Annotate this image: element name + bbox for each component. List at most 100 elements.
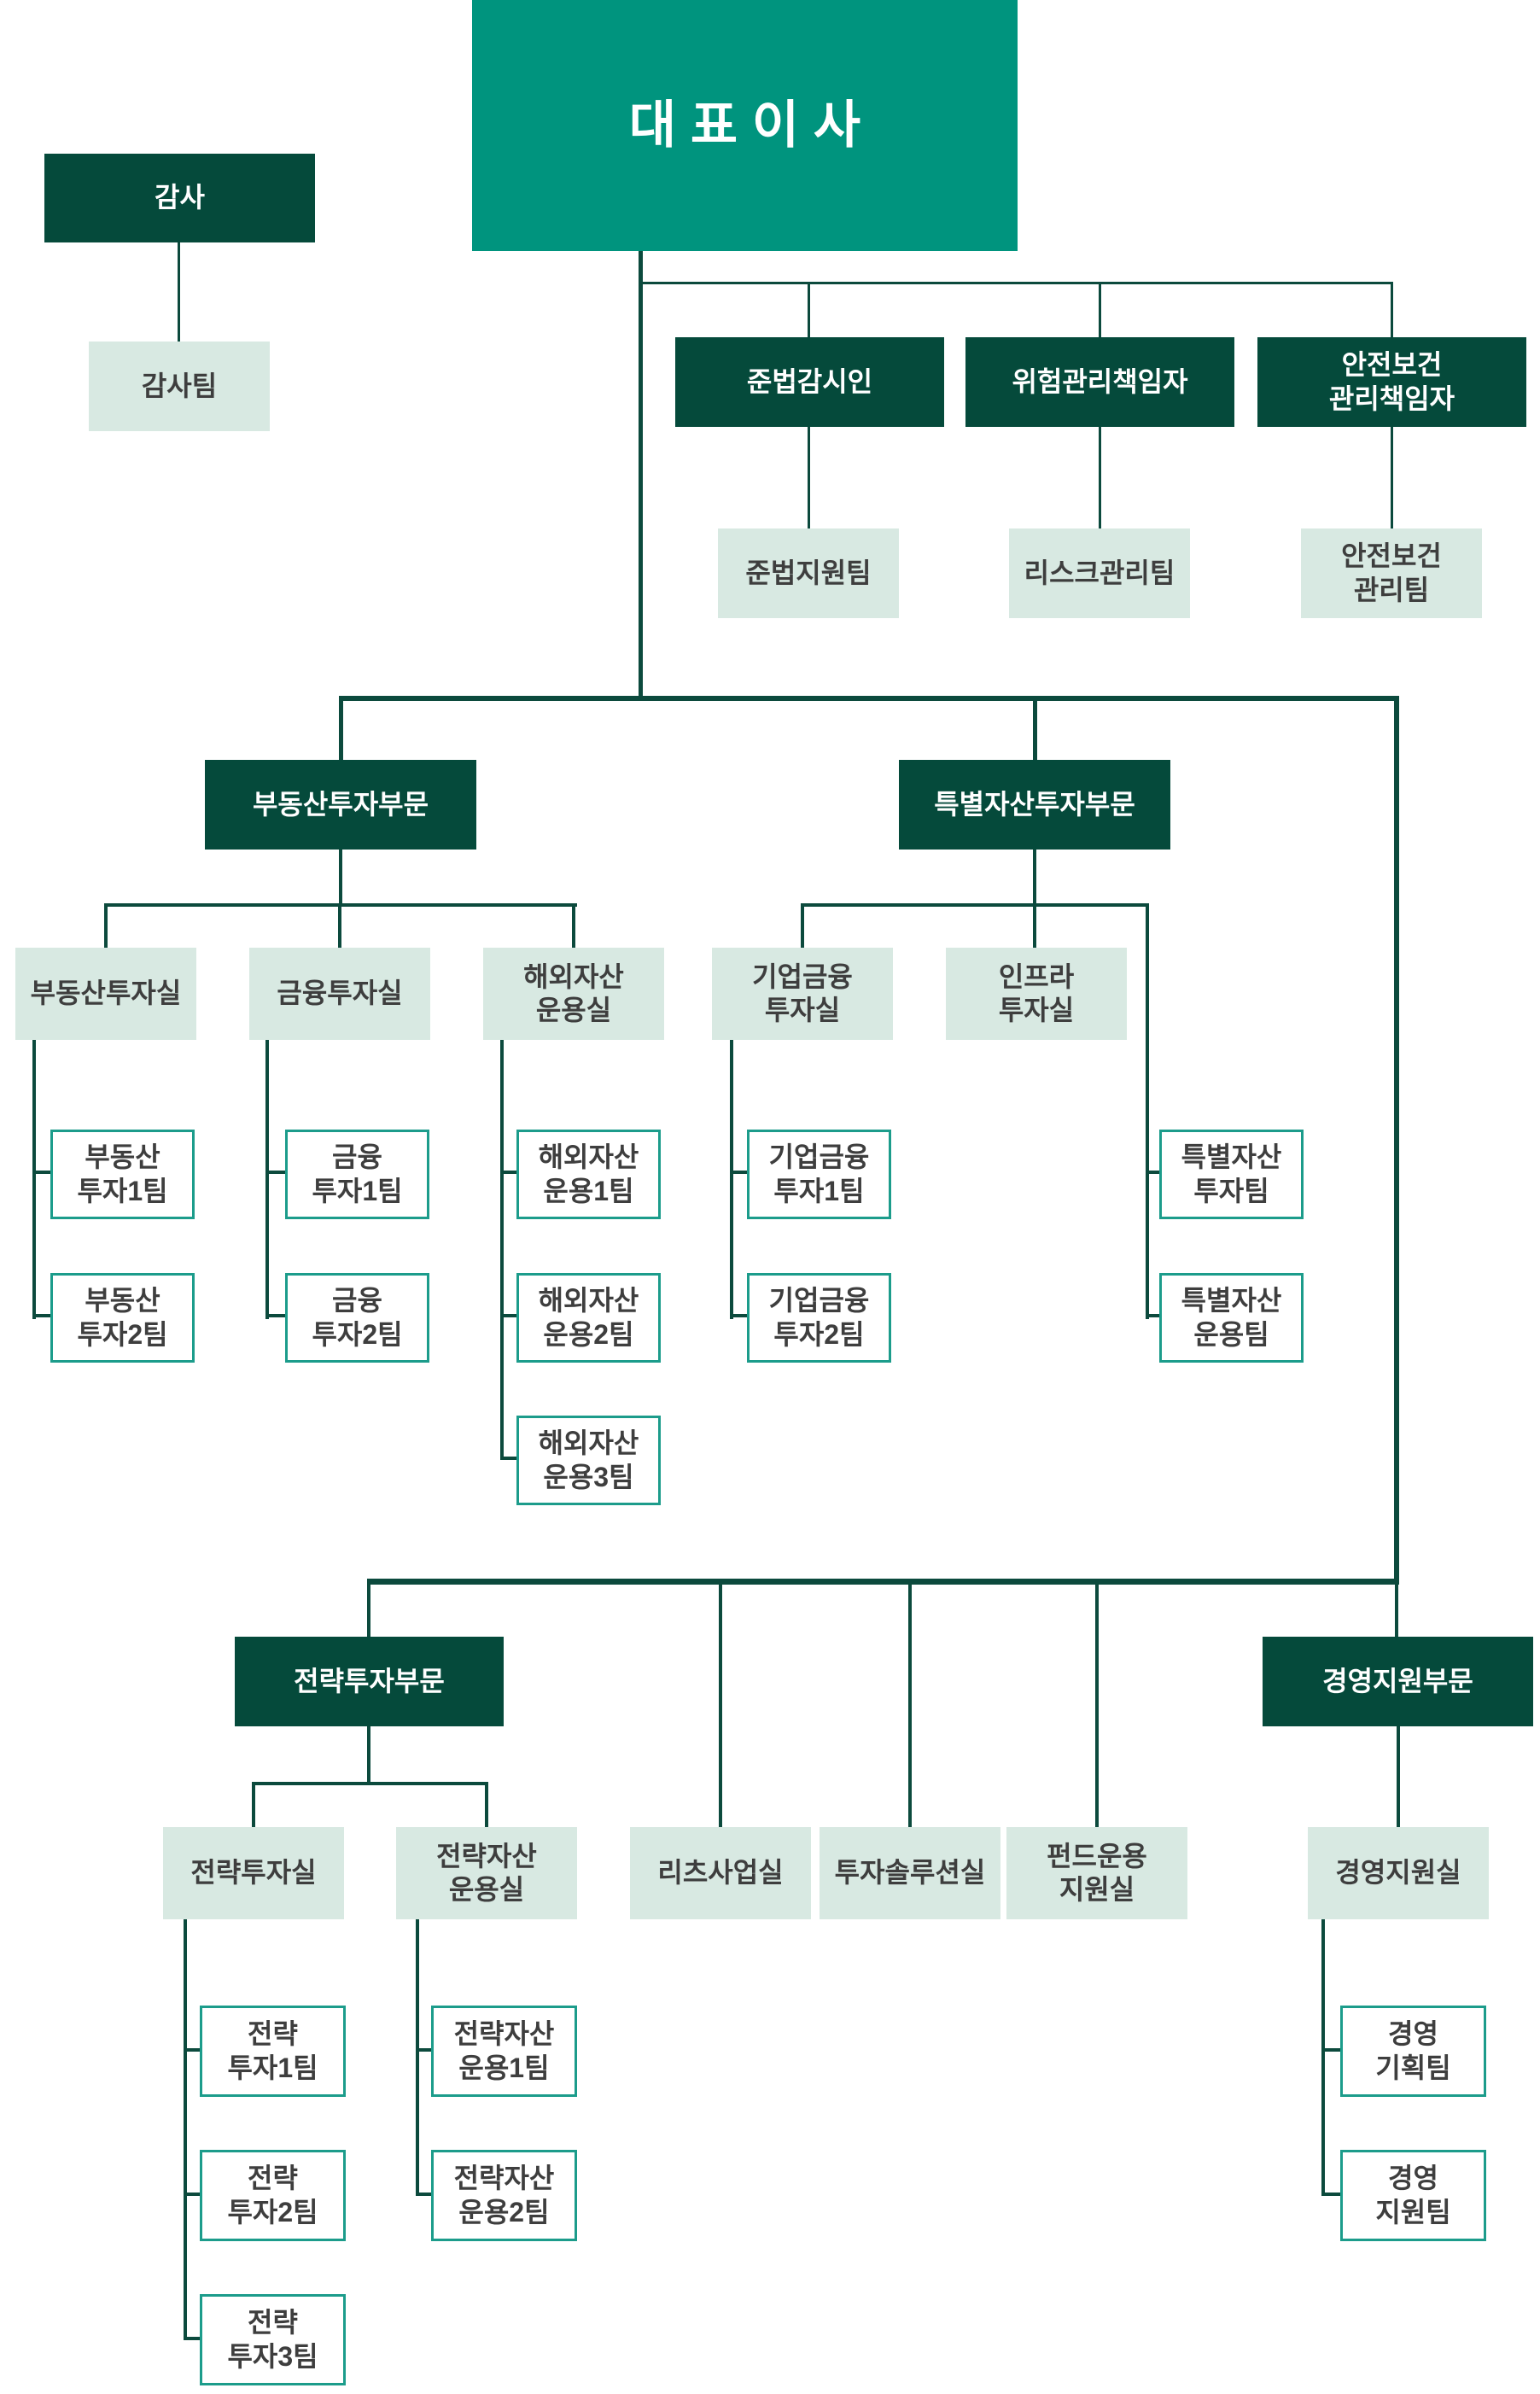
- connector-line: [1146, 903, 1149, 1319]
- connector-line: [500, 1040, 504, 1460]
- connector-line: [184, 1919, 187, 2340]
- connector-line: [367, 1726, 370, 1782]
- connector-line: [367, 1585, 370, 1637]
- connector-line: [252, 1785, 255, 1827]
- corpfinance-team1-box: 기업금융 투자1팀: [747, 1130, 891, 1219]
- compliance-team-box: 준법지원팀: [718, 528, 899, 618]
- trunk-line: [639, 251, 643, 698]
- connector-line: [265, 1314, 285, 1317]
- connector-line: [485, 1785, 488, 1827]
- division1-branch-line: [104, 903, 577, 907]
- overseas-office-box: 해외자산 운용실: [483, 948, 664, 1040]
- connector-line: [1099, 284, 1101, 337]
- connector-line: [1397, 1726, 1400, 1827]
- ceo-box: 대표이사: [472, 0, 1018, 251]
- management-division-box: 경영지원부문: [1263, 1637, 1533, 1726]
- safety-team-box: 안전보건 관리팀: [1301, 528, 1482, 618]
- audit-team-box: 감사팀: [89, 342, 270, 431]
- tier3-branch-line: [367, 1579, 1399, 1585]
- strategyasset-team2-box: 전략자산 운용2팀: [431, 2150, 577, 2241]
- connector-line: [1391, 284, 1393, 337]
- connector-line: [500, 1171, 516, 1174]
- connector-line: [32, 1040, 36, 1319]
- connector-line: [730, 1314, 747, 1317]
- reits-office-box: 리츠사업실: [630, 1827, 811, 1919]
- connector-line: [265, 1171, 285, 1174]
- managementsupport-office-box: 경영지원실: [1308, 1827, 1489, 1919]
- finance-team1-box: 금융 투자1팀: [285, 1130, 429, 1219]
- connector-line: [104, 907, 108, 948]
- connector-line: [500, 1314, 516, 1317]
- specialasset-mgmt-team-box: 특별자산 운용팀: [1159, 1273, 1304, 1363]
- finance-office-box: 금융투자실: [249, 948, 430, 1040]
- connector-line: [1321, 2048, 1340, 2052]
- connector-line: [808, 284, 810, 337]
- realestate-team2-box: 부동산 투자2팀: [50, 1273, 195, 1363]
- connector-line: [416, 2193, 431, 2196]
- connector-line: [719, 1585, 722, 1827]
- connector-line: [32, 1171, 50, 1174]
- connector-line: [1033, 701, 1037, 760]
- overseas-team2-box: 해외자산 운용2팀: [516, 1273, 661, 1363]
- management-support-team-box: 경영 지원팀: [1340, 2150, 1486, 2241]
- strategy-team3-box: 전략 투자3팀: [200, 2294, 346, 2385]
- strategy-office-box: 전략투자실: [163, 1827, 344, 1919]
- connector-line: [184, 2193, 200, 2196]
- connector-line: [1395, 1585, 1398, 1637]
- connector-line: [1391, 427, 1393, 528]
- connector-line: [339, 850, 342, 903]
- management-planning-team-box: 경영 기획팀: [1340, 2006, 1486, 2097]
- specialasset-division-box: 특별자산투자부문: [899, 760, 1170, 850]
- strategyasset-office-box: 전략자산 운용실: [396, 1827, 577, 1919]
- connector-line: [339, 701, 343, 760]
- connector-line: [265, 1040, 269, 1319]
- corpfinance-team2-box: 기업금융 투자2팀: [747, 1273, 891, 1363]
- fundoperation-office-box: 펀드운용 지원실: [1006, 1827, 1187, 1919]
- realestate-office-box: 부동산투자실: [15, 948, 196, 1040]
- connector-line: [808, 427, 810, 528]
- division2-branch-line: [801, 903, 1149, 907]
- connector-line: [1033, 850, 1036, 903]
- risk-officer-box: 위험관리책임자: [965, 337, 1234, 427]
- connector-line: [500, 1457, 516, 1460]
- risk-team-box: 리스크관리팀: [1009, 528, 1190, 618]
- connector-line: [730, 1040, 733, 1319]
- connector-line: [572, 907, 575, 948]
- overseas-team1-box: 해외자산 운용1팀: [516, 1130, 661, 1219]
- connector-line: [1146, 1171, 1159, 1174]
- strategyasset-team1-box: 전략자산 운용1팀: [431, 2006, 577, 2097]
- connector-line: [1095, 1585, 1099, 1827]
- finance-team2-box: 금융 투자2팀: [285, 1273, 429, 1363]
- overseas-team3-box: 해외자산 운용3팀: [516, 1416, 661, 1505]
- connector-line: [184, 2337, 200, 2340]
- specialasset-invest-team-box: 특별자산 투자팀: [1159, 1130, 1304, 1219]
- connector-line: [1033, 907, 1036, 948]
- division3-branch-line: [252, 1782, 488, 1785]
- investsolution-office-box: 투자솔루션실: [820, 1827, 1000, 1919]
- safety-officer-box: 안전보건 관리책임자: [1257, 337, 1526, 427]
- staff-branch-line: [639, 282, 1393, 284]
- tier2-branch-line: [339, 696, 1399, 701]
- infra-office-box: 인프라 투자실: [946, 948, 1127, 1040]
- connector-line: [1099, 427, 1101, 528]
- right-trunk-line: [1394, 698, 1399, 1579]
- audit-box: 감사: [44, 154, 315, 242]
- connector-line: [416, 2048, 431, 2052]
- connector-line: [801, 907, 804, 948]
- connector-line: [1321, 1919, 1325, 2196]
- strategy-division-box: 전략투자부문: [235, 1637, 504, 1726]
- connector-line: [908, 1585, 912, 1827]
- connector-line: [184, 2048, 200, 2052]
- connector-line: [178, 242, 180, 342]
- corpfinance-office-box: 기업금융 투자실: [712, 948, 893, 1040]
- compliance-officer-box: 준법감시인: [675, 337, 944, 427]
- connector-line: [1146, 1314, 1159, 1317]
- connector-line: [338, 907, 341, 948]
- realestate-team1-box: 부동산 투자1팀: [50, 1130, 195, 1219]
- strategy-team2-box: 전략 투자2팀: [200, 2150, 346, 2241]
- realestate-division-box: 부동산투자부문: [205, 760, 476, 850]
- connector-line: [416, 1919, 419, 2196]
- connector-line: [32, 1314, 50, 1317]
- strategy-team1-box: 전략 투자1팀: [200, 2006, 346, 2097]
